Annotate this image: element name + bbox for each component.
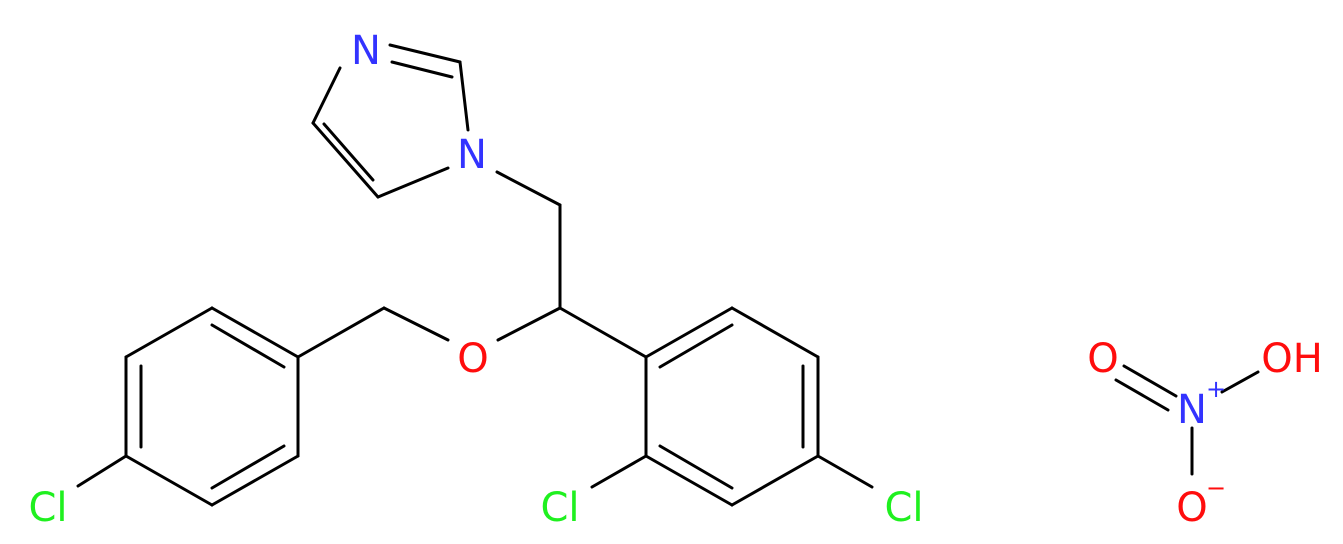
bond-c5-c4-double	[322, 122, 375, 182]
atom-nitrate-o-double-label: O	[1087, 336, 1118, 382]
atom-ether-o-label: O	[457, 336, 488, 382]
bond-n-oh	[1220, 370, 1260, 394]
nitrate-o-minus-charge: −	[1206, 474, 1226, 502]
bond-o-ch2	[382, 306, 450, 342]
ring1-bond-5-inner	[210, 444, 286, 490]
linker-chain	[495, 170, 648, 359]
bond-ring1-cl	[76, 454, 128, 488]
atom-nitrate-o-minus-label: O	[1176, 485, 1207, 531]
atom-nitrate-n-label: N	[1177, 387, 1207, 433]
bond-c4-n3	[311, 66, 342, 125]
ring1-bond-2	[124, 306, 214, 359]
ring1-bond-5	[210, 454, 300, 507]
bond-ch-aryl	[558, 306, 648, 359]
bond-n3-c2	[388, 43, 462, 64]
atom-nitrate-oh-label: OH	[1261, 336, 1323, 382]
chlorobenzyl-group	[76, 306, 450, 507]
ring1-bond-1	[210, 306, 300, 359]
atom-cl-benzyl-label: Cl	[28, 485, 67, 531]
bond-n3-c2-double	[390, 60, 454, 79]
atom-cl-para-label: Cl	[884, 485, 923, 531]
ring2-bond-4	[730, 454, 820, 507]
bond-c5-c4	[311, 121, 380, 199]
nitrate-n-plus-charge: +	[1206, 375, 1226, 403]
ring2-bond-5-inner	[658, 444, 734, 490]
ring2-bond-5	[644, 454, 734, 507]
dichlorophenyl-group	[590, 306, 874, 507]
bond-n1-ch2	[495, 170, 562, 207]
bond-no-double-b	[1114, 378, 1170, 412]
ring1-bond-4	[124, 454, 214, 507]
atom-n3-label: N	[351, 28, 381, 74]
bond-c2-n1	[458, 60, 470, 132]
ring1-bond-1-inner	[210, 323, 286, 369]
ring2-bond-1	[644, 306, 734, 359]
ring2-bond-1-inner	[658, 323, 734, 369]
atom-n1-label: N	[457, 132, 487, 178]
bond-ch2-ring	[296, 306, 386, 359]
bond-no-double-a	[1122, 364, 1178, 398]
bond-ring2-cl-para	[816, 454, 874, 489]
bond-n1-c5	[376, 166, 450, 199]
ring2-bond-2	[730, 306, 820, 359]
nitric-acid	[1114, 364, 1260, 476]
imidazole-ring	[311, 43, 470, 199]
bond-ring2-cl-ortho	[590, 454, 648, 489]
atom-cl-ortho-label: Cl	[540, 485, 579, 531]
bond-ch-o	[496, 306, 562, 342]
